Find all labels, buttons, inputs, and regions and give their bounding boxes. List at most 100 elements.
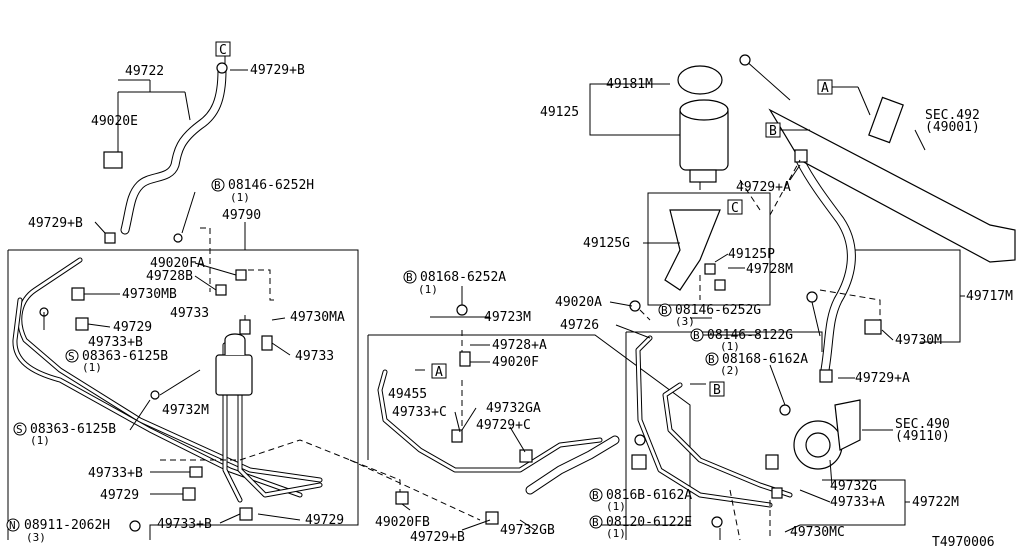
label-0816b-6162a-qty: (1) xyxy=(606,500,626,513)
label-49020fb: 49020FB xyxy=(375,515,430,530)
svg-text:S: S xyxy=(68,350,75,363)
ref-box-c-bracket: C xyxy=(727,199,743,216)
leader-lines xyxy=(43,55,965,540)
return-hose-49717m xyxy=(795,155,856,375)
svg-text:C: C xyxy=(219,43,227,58)
label-08146-6252h-qty: (1) xyxy=(230,191,250,204)
label-49733-b: 49733 xyxy=(295,349,334,364)
label-49732g: 49732G xyxy=(830,479,877,494)
label-08363-6125b-b: 08363-6125B xyxy=(30,422,116,437)
label-49728m: 49728M xyxy=(746,262,793,277)
label-49728a: 49728+A xyxy=(492,338,547,353)
label-49730ma: 49730MA xyxy=(290,310,345,325)
label-08168-6162a: 08168-6162A xyxy=(722,352,808,367)
label-49181m: 49181M xyxy=(606,77,653,92)
label-49729c: 49729+C xyxy=(476,418,531,433)
label-sec492-sub: (49001) xyxy=(925,120,980,135)
label-49733b-b: 49733+B xyxy=(88,466,143,481)
svg-text:B: B xyxy=(592,489,599,502)
label-49733c: 49733+C xyxy=(392,405,447,420)
label-49790: 49790 xyxy=(222,208,261,223)
return-hose-49722 xyxy=(120,65,227,235)
ref-box-b-top: B xyxy=(765,122,781,139)
svg-text:N: N xyxy=(9,519,16,532)
label-49733b-a: 49733+B xyxy=(88,335,143,350)
svg-text:B: B xyxy=(693,329,700,342)
label-08911-2062h-qty: (3) xyxy=(26,531,46,544)
label-49733b-c: 49733+B xyxy=(157,517,212,532)
group-box-left xyxy=(7,249,359,540)
label-sec490-sub: (49110) xyxy=(895,429,950,444)
bracket-box-49125g xyxy=(647,192,771,306)
label-08146-6252g-qty: (3) xyxy=(675,315,695,328)
label-08146-8122g: 08146-8122G xyxy=(707,328,793,343)
label-49732ga: 49732GA xyxy=(486,401,541,416)
label-08363-6125b-b-qty: (1) xyxy=(30,434,50,447)
label-sec492: SEC.492 xyxy=(925,108,980,123)
label-49020fa: 49020FA xyxy=(150,256,205,271)
cooler-pipe-49790 xyxy=(12,257,323,503)
label-49728b: 49728B xyxy=(146,269,193,284)
svg-text:B: B xyxy=(713,383,721,398)
label-08168-6252a: 08168-6252A xyxy=(420,270,506,285)
ref-box-b-lower: B xyxy=(709,381,725,398)
dashed-lines xyxy=(160,159,881,541)
label-49722: 49722 xyxy=(125,64,164,79)
label-49729a-right: 49729+A xyxy=(855,371,910,386)
label-08168-6252a-qty: (1) xyxy=(418,283,438,296)
svg-text:A: A xyxy=(435,365,443,380)
svg-text:B: B xyxy=(406,271,413,284)
label-08911-2062h: 08911-2062H xyxy=(24,518,110,533)
svg-text:S: S xyxy=(16,423,23,436)
power-steering-pump xyxy=(793,399,861,470)
steering-gear xyxy=(739,54,1016,263)
svg-text:B: B xyxy=(661,304,668,317)
label-49729-a: 49729 xyxy=(113,320,152,335)
symbol-circles: B S S N B B B B B B xyxy=(6,178,719,532)
svg-text:B: B xyxy=(769,124,777,139)
svg-text:B: B xyxy=(214,179,221,192)
label-sec490: SEC.490 xyxy=(895,417,950,432)
label-0816b-6162a: 0816B-6162A xyxy=(606,488,692,503)
label-49717m: 49717M xyxy=(966,289,1013,304)
label-08120-6122e-qty: (1) xyxy=(606,527,626,540)
diagram-id: T4970006 xyxy=(932,535,995,550)
label-49729a-top: 49729+A xyxy=(736,180,791,195)
ref-box-a-top: A xyxy=(817,79,833,96)
pressure-hose-49722m xyxy=(635,335,793,508)
ref-box-c-top: C xyxy=(215,41,231,58)
label-49125g: 49125G xyxy=(583,236,630,251)
ref-box-a-middle: A xyxy=(431,363,447,380)
svg-text:B: B xyxy=(708,353,715,366)
label-08120-6122e: 08120-6122E xyxy=(606,515,692,530)
svg-text:B: B xyxy=(592,516,599,529)
label-08363-6125b-a: 08363-6125B xyxy=(82,349,168,364)
label-08168-6162a-qty: (2) xyxy=(720,364,740,377)
label-49729-b: 49729 xyxy=(100,488,139,503)
label-49020f: 49020F xyxy=(492,355,539,370)
label-49125: 49125 xyxy=(540,105,579,120)
pressure-hose-49723m xyxy=(377,369,620,495)
label-08363-6125b-a-qty: (1) xyxy=(82,361,102,374)
reservoir-bracket xyxy=(664,209,721,291)
label-49732m: 49732M xyxy=(162,403,209,418)
label-49729b-top: 49729+B xyxy=(250,63,305,78)
svg-text:C: C xyxy=(731,201,739,216)
part-labels: 49722 49729+B 49020E 08146-6252H (1) 497… xyxy=(24,63,1013,550)
label-49733-a: 49733 xyxy=(170,306,209,321)
label-08146-8122g-qty: (1) xyxy=(720,340,740,353)
label-08146-6252h: 08146-6252H xyxy=(228,178,314,193)
label-49125p: 49125P xyxy=(728,247,775,262)
cooler-body xyxy=(215,333,253,396)
label-49729b-left: 49729+B xyxy=(28,216,83,231)
label-49729b-bottom: 49729+B xyxy=(410,530,465,545)
label-08146-6252g: 08146-6252G xyxy=(675,303,761,318)
label-49729-c: 49729 xyxy=(305,513,344,528)
label-49723m: 49723M xyxy=(484,310,531,325)
svg-text:A: A xyxy=(821,81,829,96)
reservoir-tank xyxy=(677,65,729,183)
label-49732gb: 49732GB xyxy=(500,523,555,538)
label-49455: 49455 xyxy=(388,387,427,402)
